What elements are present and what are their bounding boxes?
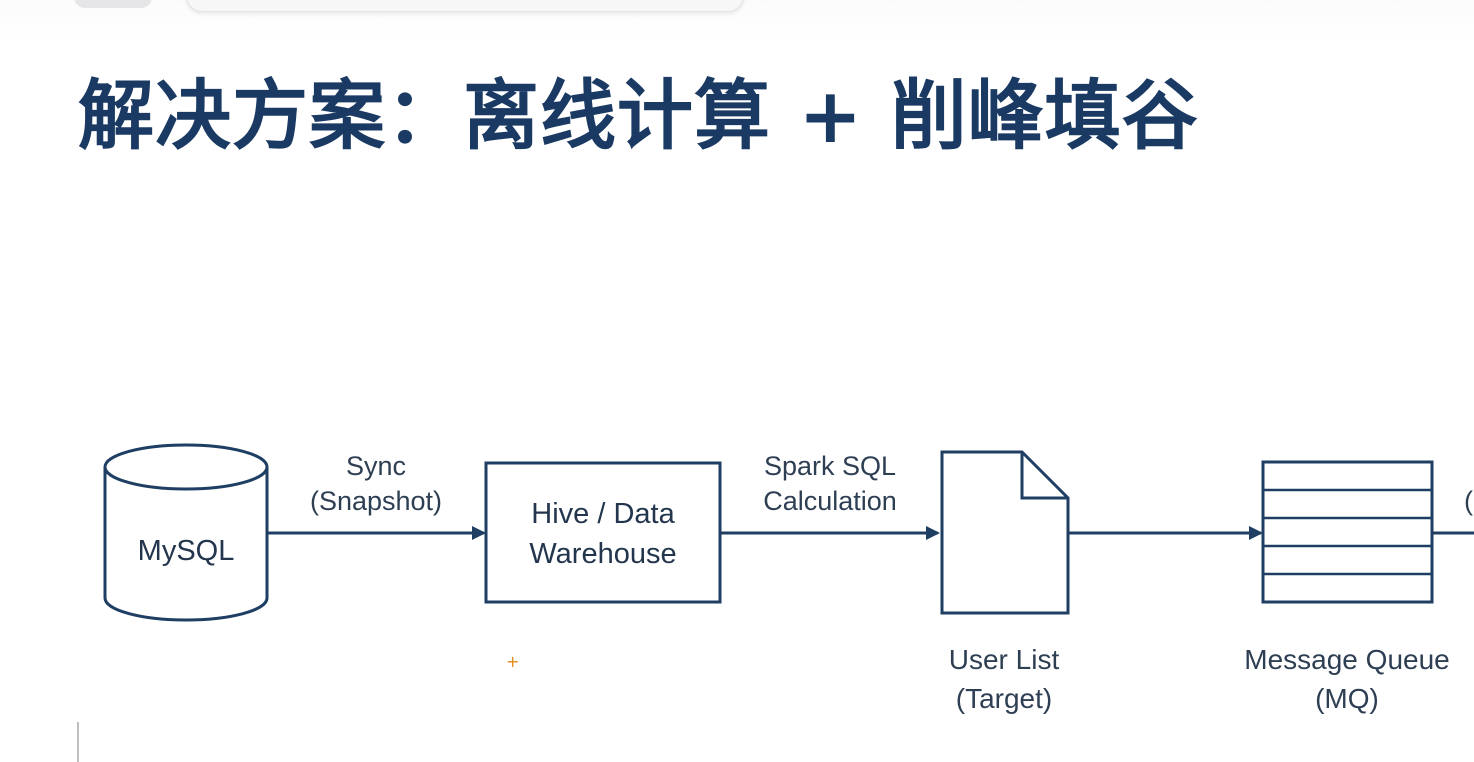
spark-sql-label: Spark SQL xyxy=(764,451,896,481)
cursor-crosshair-icon: + xyxy=(506,652,520,671)
message-queue-node: Message Queue (MQ) xyxy=(1244,460,1450,714)
user-list-label: User List xyxy=(949,644,1060,675)
target-label: (Target) xyxy=(956,683,1052,714)
hive-warehouse-node: Hive / Data Warehouse xyxy=(484,461,722,604)
hive-label-line1: Hive / Data xyxy=(531,498,675,530)
edge-offscreen: ( xyxy=(1432,486,1474,535)
hive-label-line2: Warehouse xyxy=(529,538,676,570)
cut-off-label: ( xyxy=(1464,486,1473,516)
calculation-label: Calculation xyxy=(763,486,897,516)
sync-label: Sync xyxy=(346,451,406,481)
mysql-label: MySQL xyxy=(138,535,235,567)
mq-label: (MQ) xyxy=(1315,683,1379,714)
edge-sync: Sync (Snapshot) xyxy=(267,451,486,540)
user-list-document-node: User List (Target) xyxy=(940,450,1070,714)
slide-title: 解决方案：离线计算 + 削峰填谷 xyxy=(78,71,1199,160)
edge-spark-sql: Spark SQL Calculation xyxy=(720,451,940,540)
toolbar-button[interactable] xyxy=(74,0,152,8)
mysql-database-node: MySQL xyxy=(103,443,269,622)
left-edge-marker xyxy=(77,722,79,762)
message-queue-label: Message Queue xyxy=(1244,644,1449,675)
snapshot-label: (Snapshot) xyxy=(310,486,442,516)
